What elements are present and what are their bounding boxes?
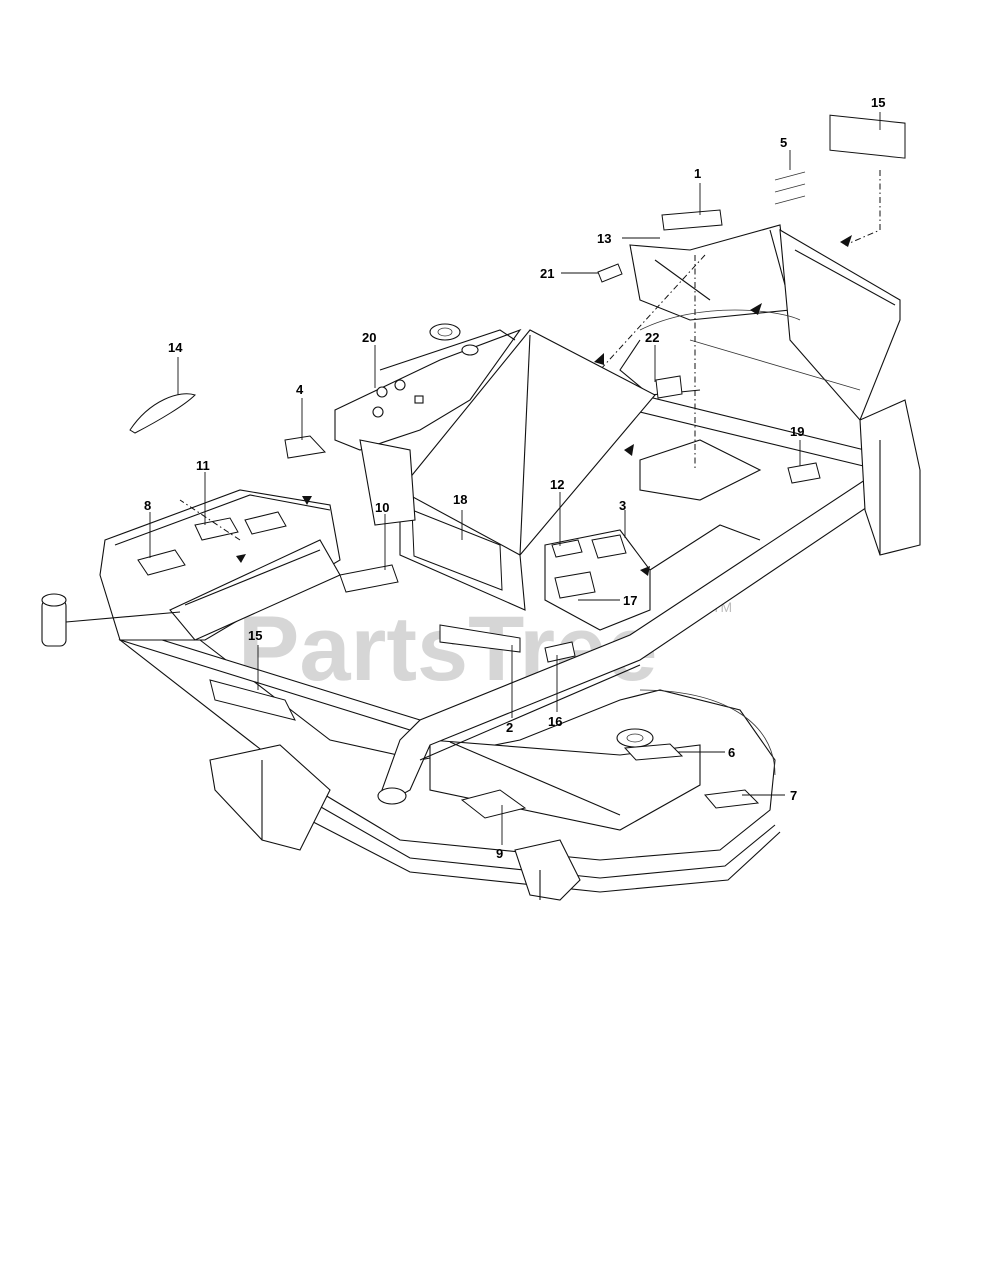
- callout-16: 16: [548, 714, 562, 729]
- leader-lines: [149, 112, 881, 845]
- main-frame: [99, 170, 921, 805]
- callout-19: 19: [790, 424, 804, 439]
- decal-1: [661, 209, 723, 231]
- callout-2: 2: [506, 720, 513, 735]
- callout-14: 14: [168, 340, 183, 355]
- decal-8: [137, 549, 186, 576]
- mower-deck: [118, 639, 781, 901]
- decal-11: [194, 517, 239, 541]
- decal-5-strip-b: [774, 183, 806, 193]
- callout-13: 13: [597, 231, 611, 246]
- decal-16: [544, 641, 576, 663]
- callout-9: 9: [496, 846, 503, 861]
- callout-12: 12: [550, 477, 564, 492]
- callout-8: 8: [144, 498, 151, 513]
- decal-10: [339, 564, 399, 593]
- callout-18: 18: [453, 492, 467, 507]
- loose-decals: [129, 114, 906, 663]
- callout-15-front: 15: [248, 628, 262, 643]
- decal-18: [411, 509, 503, 591]
- callout-5: 5: [780, 135, 787, 150]
- right-console: [544, 524, 761, 631]
- direction-arrows: [236, 235, 852, 576]
- decal-5-strip-a: [774, 171, 806, 181]
- decal-7: [704, 789, 760, 809]
- callout-4: 4: [296, 382, 304, 397]
- left-control: [41, 539, 521, 721]
- decal-6: [623, 743, 684, 761]
- decal-17: [554, 571, 596, 599]
- decal-3: [591, 534, 627, 559]
- callout-labels: 15 5 1 13 21 22 20 14 4 19 11 8 10 18 12…: [144, 95, 885, 861]
- callout-20: 20: [362, 330, 376, 345]
- callout-7: 7: [790, 788, 797, 803]
- callout-22: 22: [645, 330, 659, 345]
- decal-left-extra: [244, 511, 287, 535]
- callout-6: 6: [728, 745, 735, 760]
- callout-17: 17: [623, 593, 637, 608]
- decal-15-front: [209, 679, 296, 721]
- callout-3: 3: [619, 498, 626, 513]
- callout-1: 1: [694, 166, 701, 181]
- callout-15-top: 15: [871, 95, 885, 110]
- decal-21: [597, 263, 623, 283]
- decal-5-strip-c: [774, 195, 806, 205]
- callout-11: 11: [196, 458, 210, 473]
- decal-14: [129, 393, 196, 434]
- decal-2: [439, 624, 521, 653]
- decal-9: [460, 789, 527, 819]
- callout-21: 21: [540, 266, 554, 281]
- decal-4: [284, 435, 327, 459]
- decal-22: [655, 375, 683, 399]
- seat-assembly: [334, 323, 656, 611]
- decal-19: [787, 462, 821, 484]
- callout-10: 10: [375, 500, 389, 515]
- decal-12: [551, 539, 583, 558]
- decal-15-top: [829, 114, 906, 159]
